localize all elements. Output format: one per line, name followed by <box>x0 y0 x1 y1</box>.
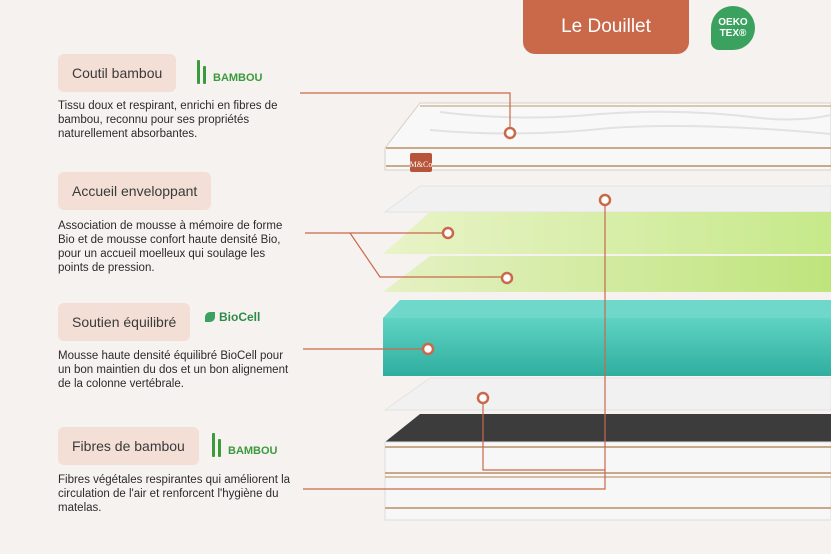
bambou-logo-text-1: BAMBOU <box>213 72 263 84</box>
layer-base <box>384 414 831 521</box>
oeko-line2: TEX® <box>719 28 747 39</box>
label-coutil-bambou: Coutil bambou <box>58 54 177 92</box>
biocell-logo-text: BioCell <box>219 310 261 324</box>
leader-line-2b <box>349 232 505 278</box>
leader-line-4a <box>303 200 606 490</box>
layer-cover: M&Co <box>384 102 831 172</box>
marker-fibers-bottom <box>476 391 490 405</box>
biocell-logo: BioCell <box>205 310 260 324</box>
bambou-logo-2: BAMBOU <box>210 433 278 457</box>
brand-tag-text: M&Co <box>410 160 433 169</box>
oeko-line1: OEKO <box>718 17 748 28</box>
label-fibres-bambou: Fibres de bambou <box>58 427 199 465</box>
bamboo-icon <box>210 433 226 457</box>
marker-support-foam <box>421 342 435 356</box>
product-title: Le Douillet <box>523 0 689 54</box>
brand-tag <box>410 153 432 172</box>
label-soutien-equilibre: Soutien équilibré <box>58 303 191 341</box>
bamboo-icon <box>195 60 211 84</box>
oeko-tex-badge: OEKO TEX® <box>711 6 755 50</box>
desc-fibres-bambou: Fibres végétales respirantes qui amélior… <box>58 474 291 514</box>
leader-line-4b <box>482 398 605 471</box>
label-accueil-enveloppant: Accueil enveloppant <box>58 172 212 210</box>
bambou-logo-1: BAMBOU <box>195 60 263 84</box>
leaf-icon <box>205 312 215 322</box>
marker-cover <box>503 126 517 140</box>
desc-accueil-enveloppant: Association de mousse à mémoire de forme… <box>58 220 283 274</box>
marker-comfort-foam <box>500 271 514 285</box>
marker-fibers <box>598 193 612 207</box>
desc-coutil-bambou: Tissu doux et respirant, enrichi en fibr… <box>58 100 278 140</box>
marker-memory-foam <box>441 226 455 240</box>
desc-soutien-equilibre: Mousse haute densité équilibré BioCell p… <box>58 350 289 390</box>
leader-line-1 <box>300 92 511 131</box>
bambou-logo-text-2: BAMBOU <box>228 445 278 457</box>
